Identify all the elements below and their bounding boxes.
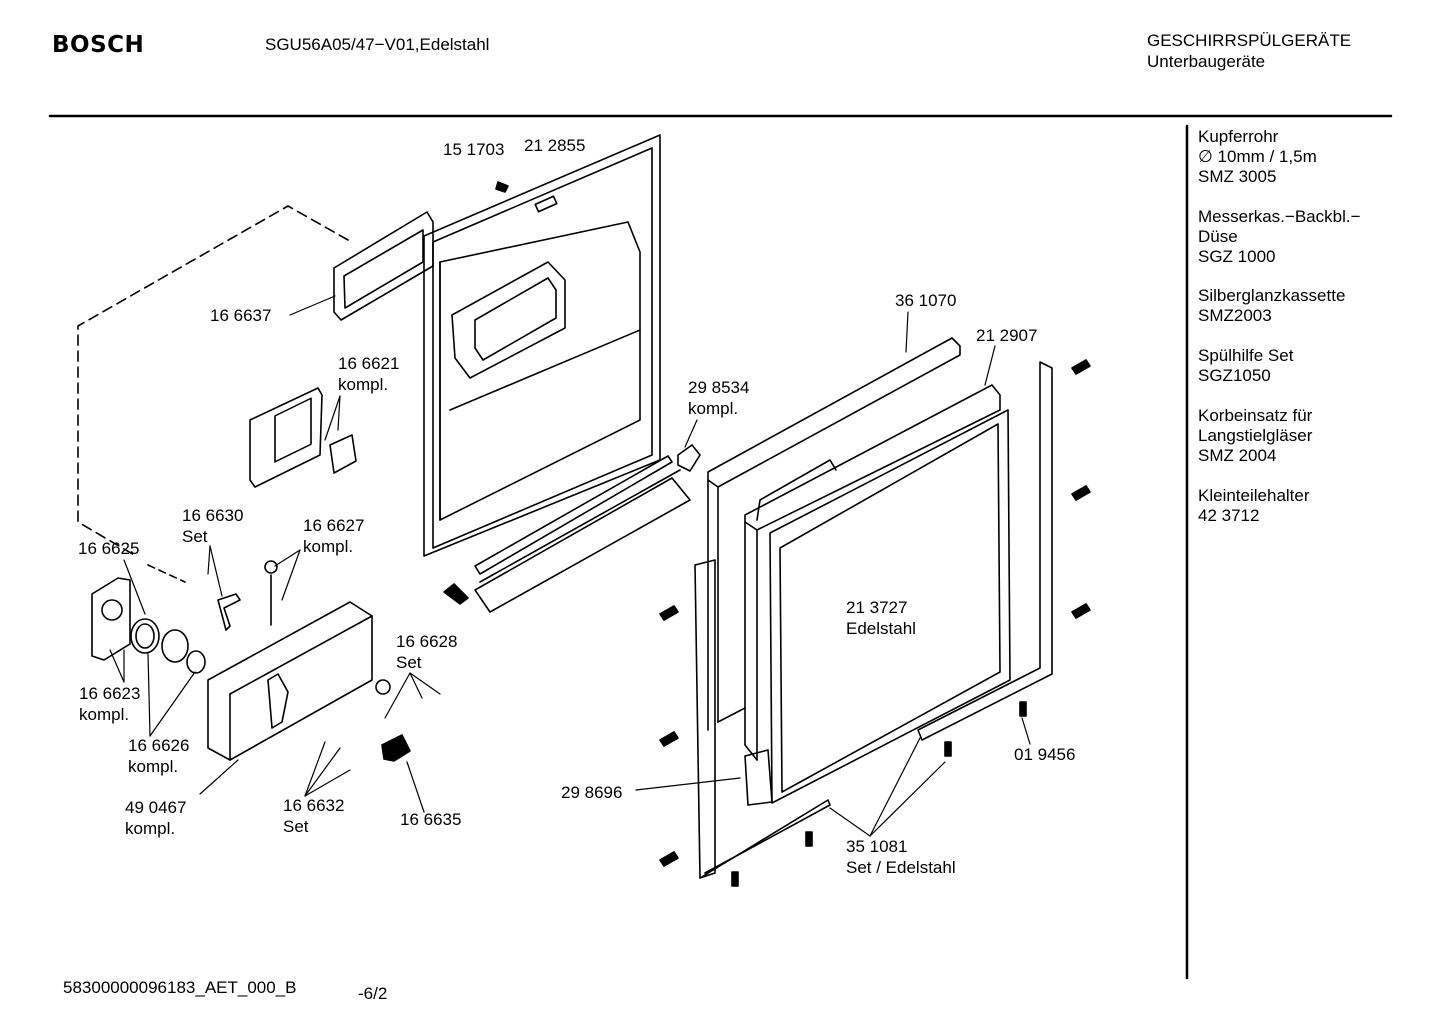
part-label: 16 6635 [400, 810, 462, 829]
dashed-outline [77, 205, 349, 557]
accessory-item: Kupferrohr ∅ 10mm / 1,5m SMZ 3005 [1198, 127, 1317, 186]
control-module [207, 601, 373, 761]
part-label: 21 2855 [524, 136, 586, 155]
accessory-item: Silberglanzkassette SMZ2003 [1198, 286, 1346, 325]
hinge-29-8534 [677, 444, 701, 472]
part-label: 16 6637 [210, 306, 272, 325]
model-title: SGU56A05/47−V01,Edelstahl [265, 35, 490, 54]
gasket-16-6621 [329, 434, 357, 474]
category-subtitle: Unterbaugeräte [1147, 52, 1266, 71]
part-label: 21 3727 Edelstahl [846, 598, 916, 638]
part-label: 16 6628 Set [396, 632, 458, 672]
clip-part [443, 583, 469, 605]
screw-15-1703 [495, 181, 509, 193]
part-label: 16 6621 kompl. [338, 354, 400, 394]
part-label: 21 2907 [976, 326, 1038, 345]
left-strip [694, 559, 716, 879]
inner-door-panel [423, 134, 661, 557]
right-strip [917, 361, 1053, 741]
part-label: 16 6625 [78, 539, 140, 558]
dispenser-module [249, 387, 357, 488]
screws [659, 359, 1091, 887]
bottom-strip [699, 799, 831, 879]
accessory-item: Messerkas.−Backbl.− Düse SGZ 1000 [1198, 207, 1361, 266]
brand-logo: BOSCH [52, 32, 145, 58]
accessory-item: Kleinteilehalter 42 3712 [1198, 486, 1310, 525]
front-panel [707, 337, 961, 731]
part-label: 16 6632 Set [283, 796, 345, 836]
part-label: 01 9456 [1014, 745, 1076, 764]
part-label: 16 6630 Set [182, 506, 244, 546]
inner-frame [744, 384, 1001, 761]
part-label: 16 6627 kompl. [303, 516, 365, 556]
part-label: 36 1070 [895, 291, 957, 310]
part-label: 29 8534 kompl. [688, 378, 750, 418]
part-label: 29 8696 [561, 783, 623, 802]
seal-frame [333, 211, 434, 321]
document-id: 58300000096183_AET_000_B [63, 978, 297, 997]
part-label: 49 0467 kompl. [125, 798, 187, 838]
part-label: 15 1703 [443, 140, 505, 159]
accessory-item: Spülhilfe Set SGZ1050 [1198, 346, 1294, 385]
vertical-strip [744, 749, 773, 806]
part-label: 35 1081 Set / Edelstahl [846, 837, 956, 877]
part-label: 16 6623 kompl. [79, 684, 141, 724]
page-number: -6/2 [358, 984, 388, 1003]
part-label: 16 6626 kompl. [128, 736, 190, 776]
category-title: GESCHIRRSPÜLGERÄTE [1147, 31, 1352, 50]
bottom-rails [474, 455, 691, 613]
handle-parts [91, 560, 411, 762]
accessory-item: Korbeinsatz für Langstielgläser SMZ 2004 [1198, 406, 1313, 465]
outer-door [769, 409, 1011, 804]
leader-lines [109, 295, 1031, 837]
